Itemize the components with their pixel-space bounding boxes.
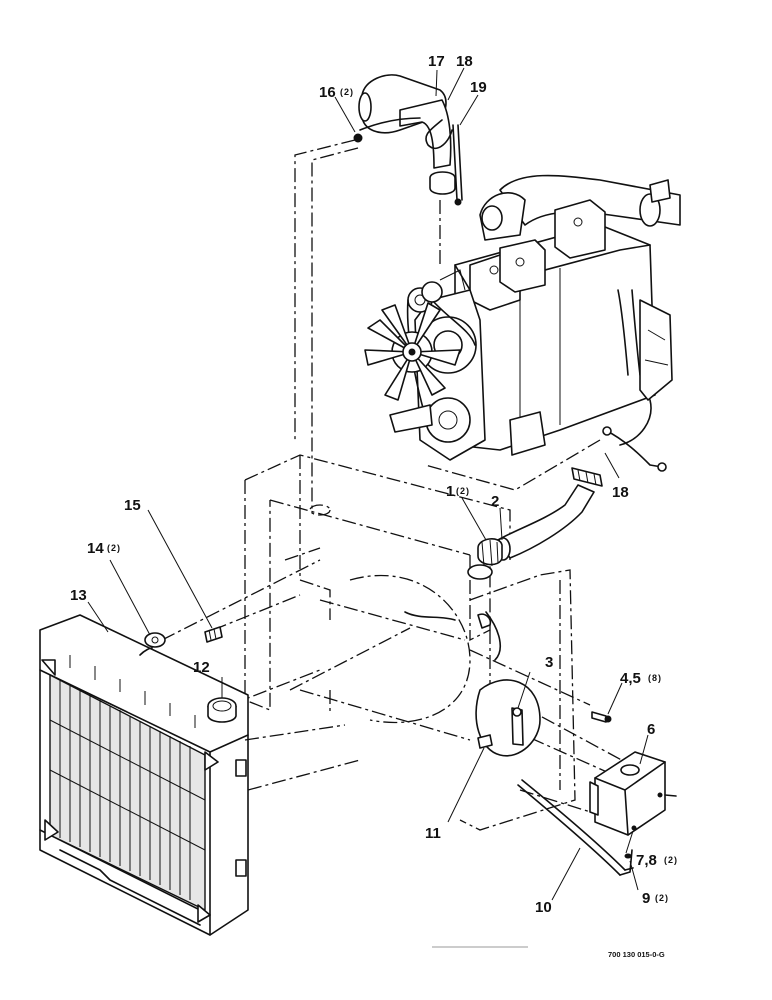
callout-13: 13 [70,587,87,604]
callout-4-5: 4,5 [620,670,641,687]
callout-1: 1 [446,483,454,500]
coolant-reservoir [589,751,677,836]
callout-17: 17 [428,53,445,70]
fitting-3 [475,679,541,757]
fitting-15 [204,626,223,643]
radiator [39,614,249,936]
callout-19: 19 [470,79,487,96]
leader-lines [87,67,649,901]
callout-18-bottom: 18 [612,484,629,501]
callout-9-qty: (2) [655,893,669,903]
callout-12: 12 [193,659,210,676]
frame-fittings [404,564,502,661]
upper-hose-assembly [353,74,463,206]
callout-11: 11 [425,825,441,842]
radiator-frame [244,454,576,831]
overflow-hose [517,779,634,876]
callout-14-qty: (2) [107,543,121,553]
lower-hose-assembly [477,484,595,567]
engine-assembly [364,174,681,487]
callout-labels: 16 (2) 17 18 19 18 1 (2) 2 15 14 (2) 13 … [70,53,678,916]
radiator-cap [207,697,237,723]
assembly-lines [161,139,641,816]
callout-1-qty: (2) [456,486,470,496]
callout-15: 15 [124,497,141,514]
callout-6: 6 [647,721,655,738]
callout-4-5-qty: (8) [648,673,662,683]
callout-7-8: 7,8 [636,852,657,869]
callout-9: 9 [642,890,650,907]
fitting-14 [139,632,166,656]
callout-3: 3 [545,654,553,671]
callout-7-8-qty: (2) [664,855,678,865]
fitting-11 [477,734,493,749]
callout-10: 10 [535,899,552,916]
radiator-core-fins [49,680,206,900]
document-number: 700 130 015-0-G [608,950,665,959]
callout-18-top: 18 [456,53,473,70]
callout-16: 16 [319,84,336,101]
callout-2: 2 [491,493,499,510]
bolt-4-5 [591,711,612,723]
callout-14: 14 [87,540,104,557]
callout-16-qty: (2) [340,87,354,97]
fan [364,302,461,401]
